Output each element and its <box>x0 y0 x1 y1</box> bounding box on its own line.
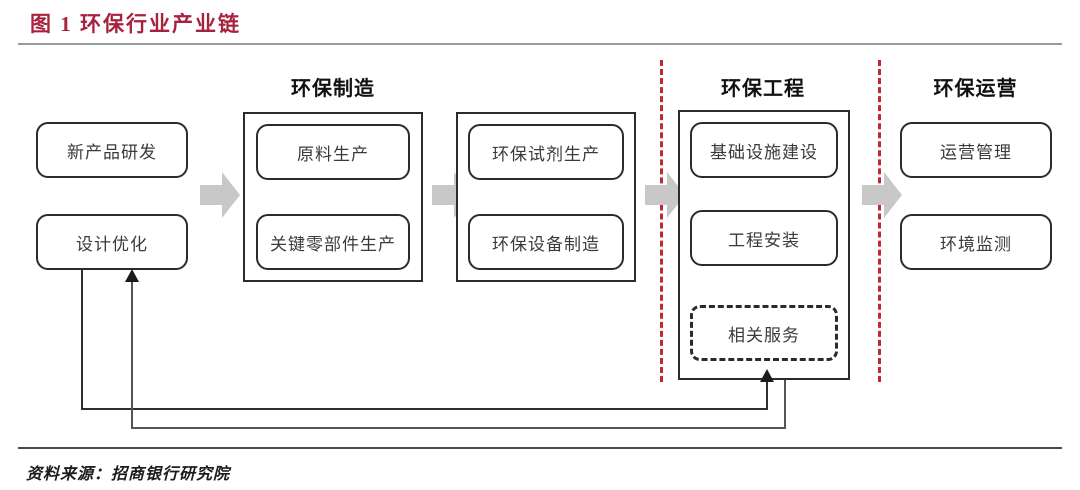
node-raw-material-production[interactable]: 原料生产 <box>256 124 410 180</box>
flow-arrow-4 <box>862 172 902 218</box>
node-eco-equipment-manufacturing[interactable]: 环保设备制造 <box>468 214 624 270</box>
title-divider <box>18 43 1062 45</box>
stage-label-manufacturing: 环保制造 <box>291 78 375 100</box>
node-eco-reagent-production[interactable]: 环保试剂生产 <box>468 124 624 180</box>
flow-arrow-1 <box>200 172 240 218</box>
node-engineering-installation[interactable]: 工程安装 <box>690 210 838 266</box>
feedback-wire-inner-left <box>81 268 83 410</box>
node-operation-management[interactable]: 运营管理 <box>900 122 1052 178</box>
feedback-wire-outer-right <box>784 380 786 428</box>
node-related-services[interactable]: 相关服务 <box>690 305 838 361</box>
feedback-wire-inner-bottom <box>81 408 768 410</box>
node-environmental-monitoring[interactable]: 环境监测 <box>900 214 1052 270</box>
node-new-product-rd[interactable]: 新产品研发 <box>36 122 188 178</box>
figure-source: 资料来源：招商银行研究院 <box>26 466 231 483</box>
node-design-optimization[interactable]: 设计优化 <box>36 214 188 270</box>
stage-separator-2 <box>878 60 881 382</box>
flow-arrow-3 <box>645 172 685 218</box>
stage-label-engineering: 环保工程 <box>721 78 805 100</box>
figure-title: 图 1 环保行业产业链 <box>30 12 241 36</box>
node-key-component-production[interactable]: 关键零部件生产 <box>256 214 410 270</box>
node-infrastructure-construction[interactable]: 基础设施建设 <box>690 122 838 178</box>
source-divider <box>18 447 1062 449</box>
feedback-wire-outer-left <box>131 281 133 428</box>
feedback-arrowhead-into-design <box>125 269 139 282</box>
feedback-wire-outer-bottom <box>131 427 786 429</box>
feedback-wire-inner-right <box>766 380 768 410</box>
stage-label-operation: 环保运营 <box>933 78 1018 100</box>
feedback-arrowhead-into-engineering <box>760 369 774 382</box>
stage-separator-1 <box>660 60 663 382</box>
